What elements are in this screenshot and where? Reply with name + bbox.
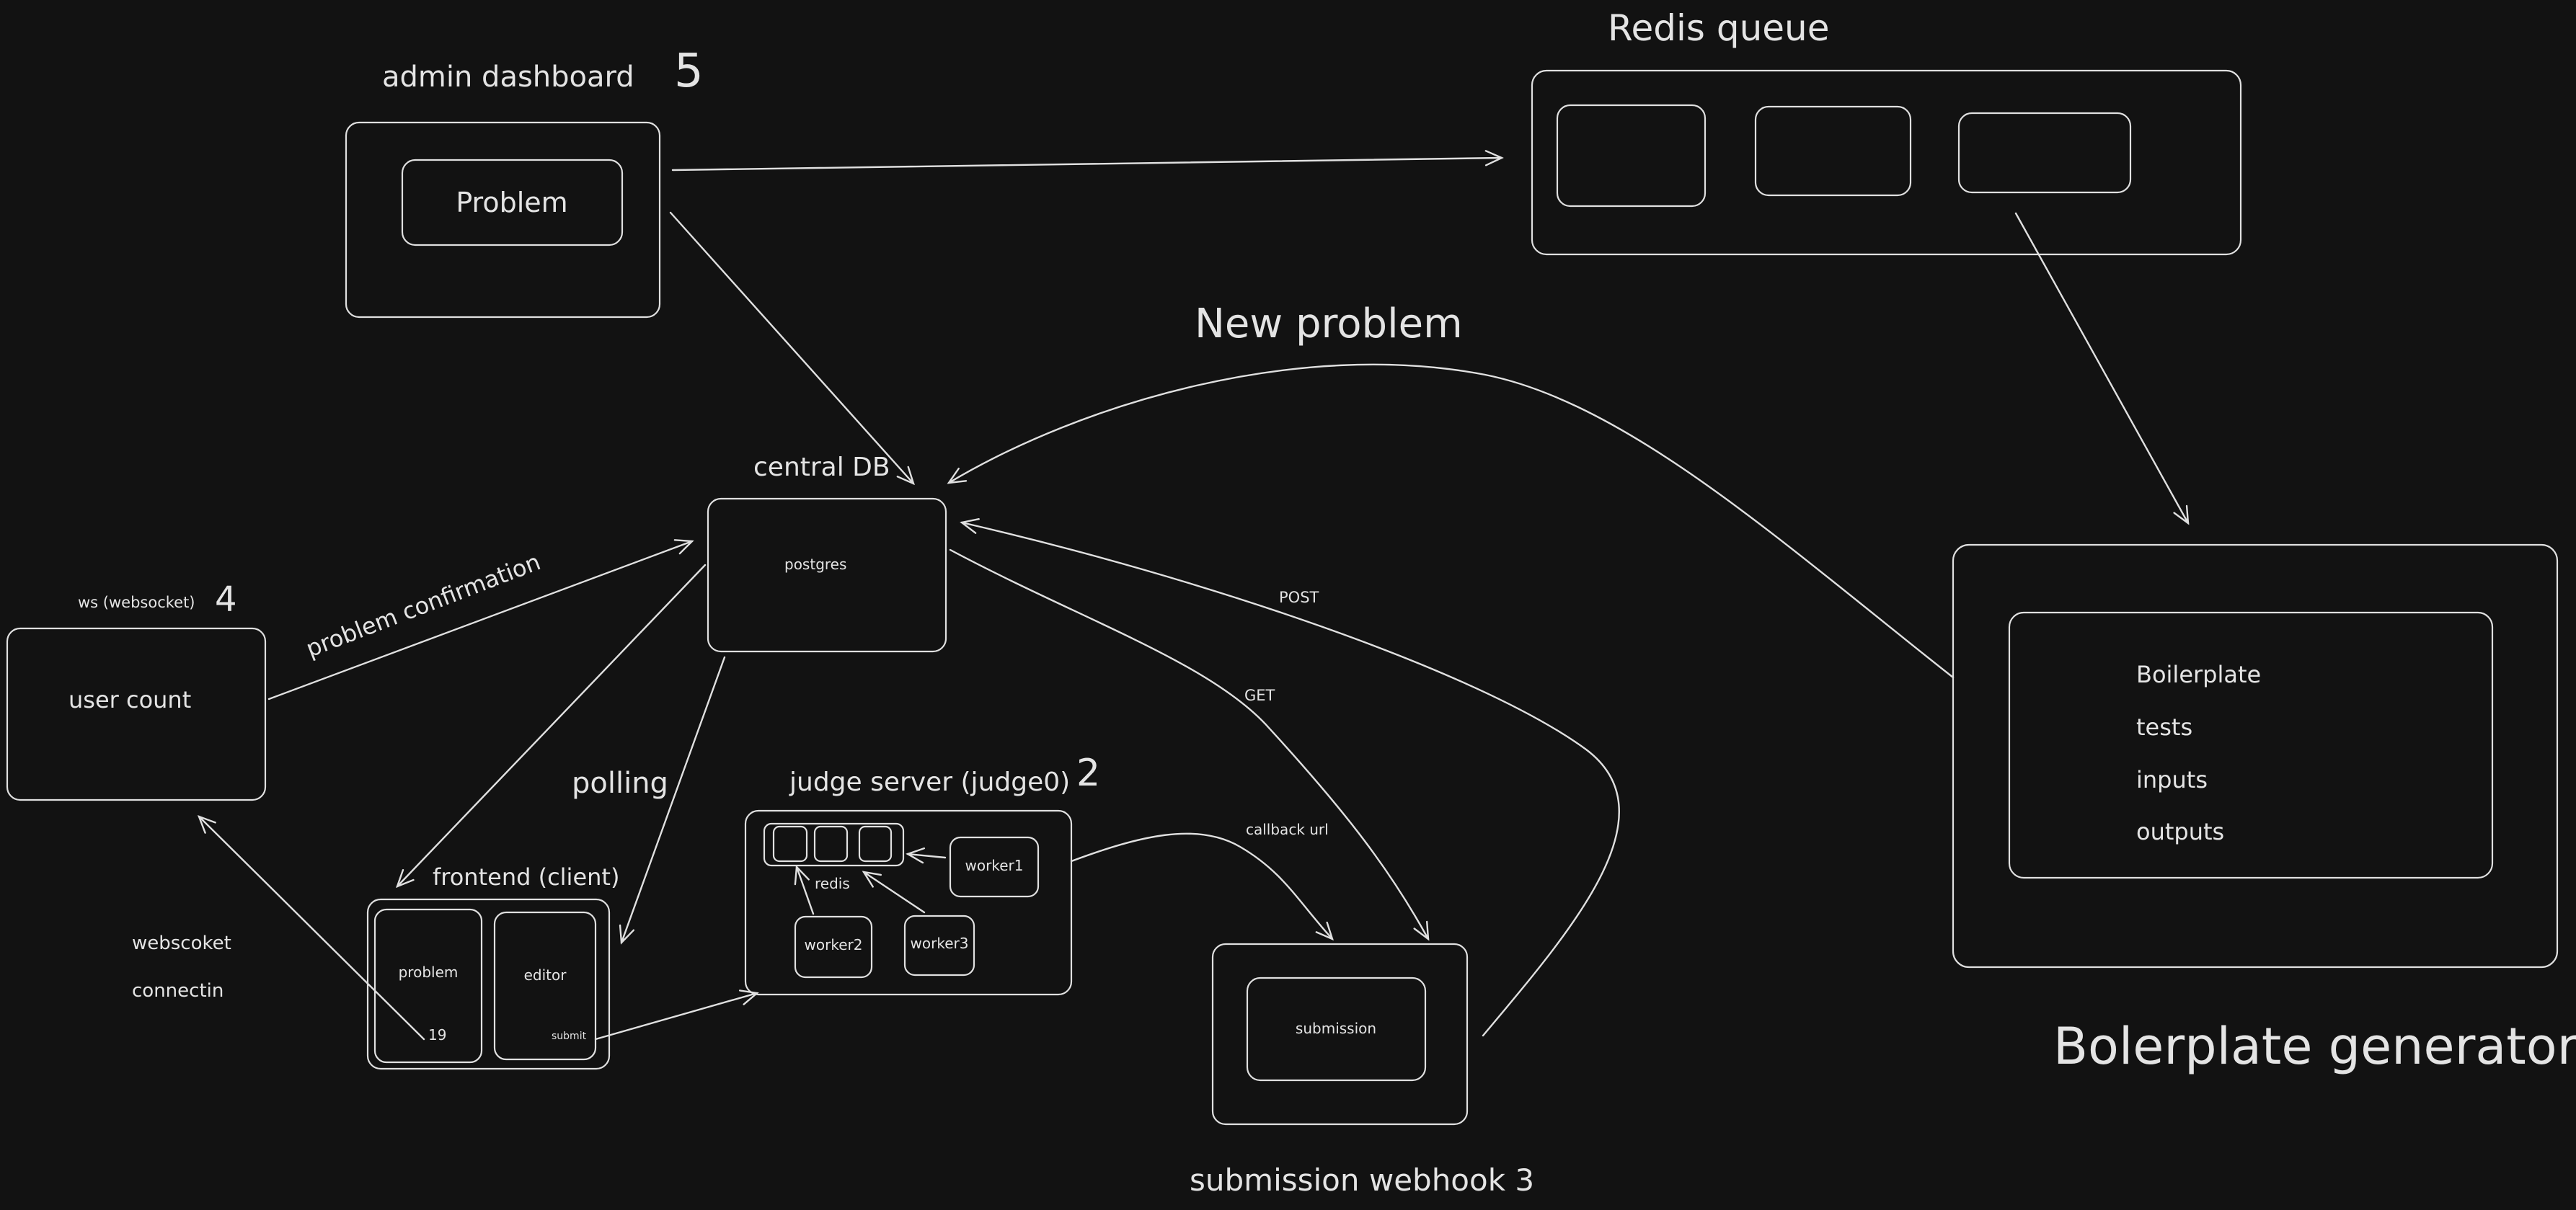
- judge-redis-box: [763, 822, 905, 867]
- get-label: GET: [1244, 687, 1275, 704]
- arrow-central-db-to-frontend: [395, 564, 707, 889]
- frontend-title: frontend (client): [433, 863, 619, 891]
- worker2-label: worker2: [805, 936, 863, 953]
- arrow-central-db-to-webhook-get: [949, 548, 1430, 941]
- admin-dashboard-box: [345, 121, 661, 319]
- redis-queue-title: Redis queue: [1608, 7, 1829, 49]
- problem-confirmation-label: problem confirmation: [302, 548, 544, 662]
- worker3-box: [903, 915, 975, 977]
- arrow-worker2-to-redis: [794, 865, 815, 915]
- submission-inner-box: [1246, 977, 1427, 1082]
- ws-label: ws (websocket): [78, 594, 195, 611]
- judge-server-number: 2: [1076, 752, 1100, 795]
- boilerplate-inner-box: [2008, 611, 2494, 879]
- submission-inner-label: submission: [1296, 1020, 1376, 1037]
- worker2-box: [794, 915, 873, 979]
- worker1-box: [949, 836, 1040, 898]
- arrow-admin-to-central-db: [669, 211, 915, 486]
- judge-server-title: judge server (judge0): [789, 768, 1070, 797]
- arrow-frontend-submit-to-judge: [594, 989, 759, 1041]
- judge-server-box: [744, 809, 1073, 996]
- boilerplate-generator-box: [1952, 543, 2559, 969]
- new-problem-label: New problem: [1195, 301, 1463, 347]
- arrow-judge-to-webhook-callback: [1070, 832, 1334, 941]
- worker1-label: worker1: [965, 857, 1024, 874]
- websocket-connection-label-1: webscoket: [132, 933, 231, 954]
- judge-redis-label: redis: [815, 875, 850, 892]
- callback-url-label: callback url: [1246, 821, 1329, 838]
- websocket-connection-label-2: connectin: [132, 980, 223, 1002]
- ws-number: 4: [215, 579, 237, 620]
- boilerplate-item-2: tests: [2136, 713, 2192, 741]
- queue-item-1: [1556, 104, 1707, 208]
- arrow-redis-queue-to-boilerplate: [2014, 212, 2190, 525]
- postgres-label: postgres: [784, 556, 846, 573]
- judge-redis-slot-1: [772, 825, 808, 863]
- frontend-problem-label: problem: [399, 964, 459, 981]
- arrow-boilerplate-to-central-db-new-problem: [947, 363, 1955, 679]
- queue-item-3: [1957, 112, 2132, 194]
- arrow-worker1-to-redis: [906, 847, 947, 864]
- queue-item-2: [1754, 105, 1912, 197]
- admin-dashboard-title: admin dashboard: [382, 61, 634, 94]
- polling-label: polling: [572, 767, 668, 800]
- submission-webhook-title: submission webhook 3: [1190, 1162, 1534, 1198]
- editor-panel[interactable]: [493, 911, 597, 1061]
- editor-label: editor: [524, 966, 567, 984]
- post-label: POST: [1279, 589, 1319, 606]
- boilerplate-item-3: inputs: [2136, 766, 2208, 793]
- admin-dashboard-number: 5: [674, 45, 704, 98]
- judge-redis-slot-3: [858, 825, 893, 863]
- user-count-label: user count: [68, 686, 191, 713]
- submit-button[interactable]: submit: [552, 1031, 587, 1042]
- arrow-central-db-to-frontend-polling: [619, 656, 726, 945]
- boilerplate-generator-title: Bolerplate generator 4: [2053, 1017, 2576, 1076]
- judge-redis-slot-2: [813, 825, 849, 863]
- arrow-admin-to-redis-queue: [671, 150, 1504, 172]
- worker3-label: worker3: [911, 935, 969, 952]
- central-db-title: central DB: [753, 453, 890, 482]
- boilerplate-item-1: Boilerplate: [2136, 661, 2261, 688]
- central-db-box: [707, 497, 947, 653]
- user-count-box: [6, 627, 267, 801]
- problem-card-label: Problem: [456, 187, 567, 218]
- redis-queue-box: [1531, 69, 2242, 256]
- arrow-user-count-to-central-db: [267, 539, 694, 700]
- arrow-frontend-to-user-count-websocket: [197, 814, 425, 1041]
- arrow-webhook-to-central-db-post: [960, 517, 1620, 1037]
- arrow-worker3-to-redis: [862, 871, 926, 914]
- boilerplate-item-4: outputs: [2136, 818, 2224, 845]
- frontend-problem-panel: [373, 908, 483, 1064]
- frontend-box: [366, 898, 611, 1070]
- submission-webhook-box: [1211, 943, 1469, 1126]
- problem-card[interactable]: [401, 159, 624, 246]
- frontend-count-label: 19: [428, 1026, 446, 1044]
